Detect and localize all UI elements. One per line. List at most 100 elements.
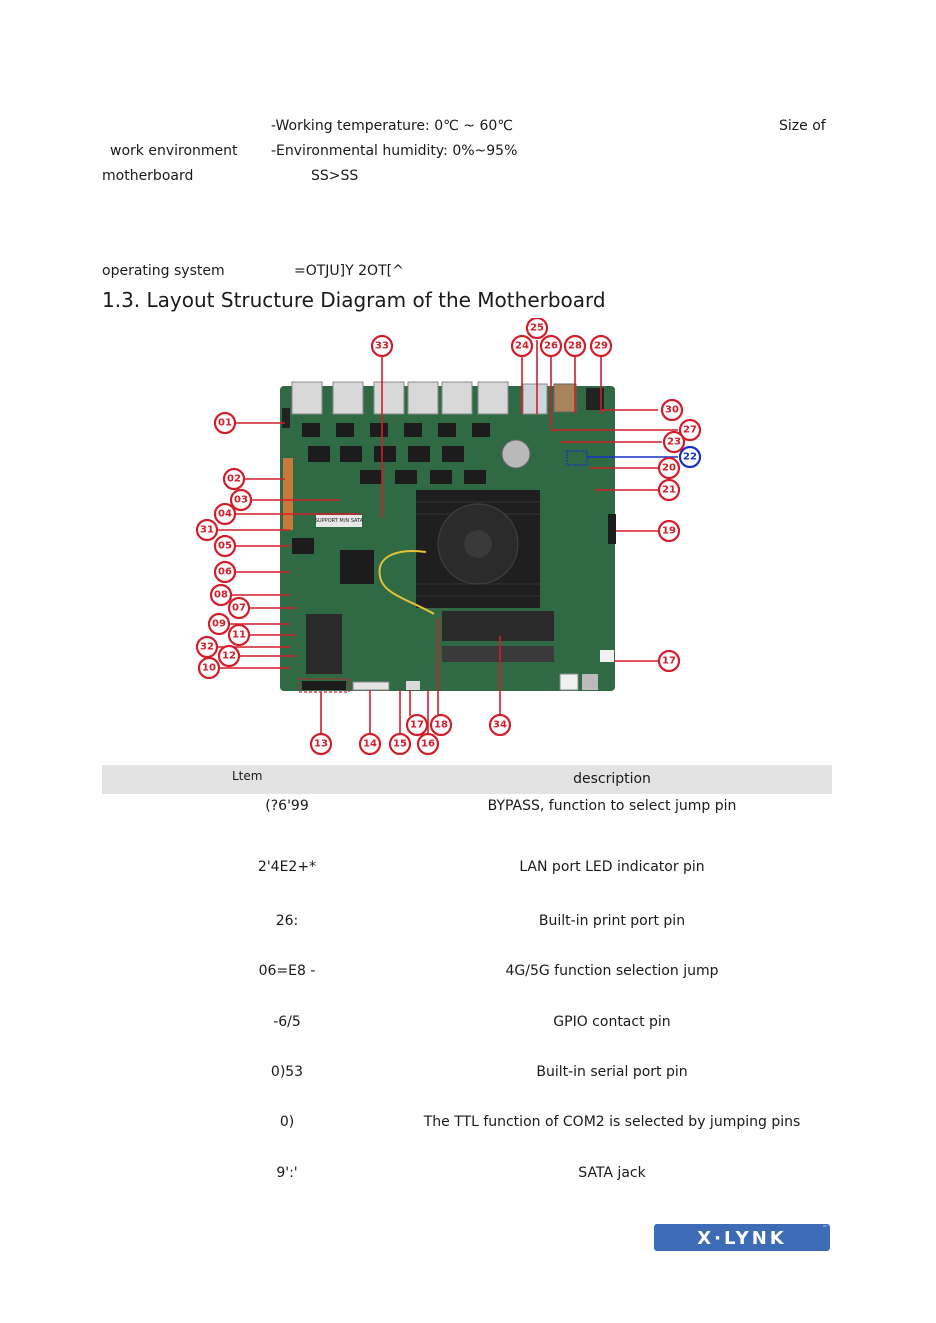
callout-32: 32	[195, 635, 219, 659]
callout-11-label: 11	[232, 630, 246, 641]
callout-34-label: 34	[493, 720, 507, 731]
highlight-box-22	[566, 450, 588, 466]
row-item: 26:	[275, 913, 299, 929]
power-connector	[559, 673, 579, 691]
callout-15-label: 15	[393, 739, 407, 750]
callout-13: 13	[309, 732, 333, 756]
fan-hub	[464, 530, 492, 558]
motherboard-layout-diagram: SUPPORT M/N SATA	[195, 318, 702, 756]
chip-left	[292, 538, 314, 554]
callout-07-label: 07	[232, 603, 246, 614]
right-connector	[600, 650, 614, 662]
fan-cable	[378, 550, 435, 615]
super-io-chip	[340, 550, 374, 584]
callout-03: 03	[229, 488, 253, 512]
callout-32-label: 32	[200, 642, 214, 653]
table-row: 26: Built-in print port pin	[102, 913, 832, 937]
lan-ports	[291, 381, 509, 415]
callout-27: 27	[678, 418, 702, 442]
callout-25-label: 25	[530, 323, 544, 334]
logo-trademark: ™	[823, 1225, 828, 1231]
logo-text: X·LYNK	[697, 1228, 786, 1249]
callout-17-right: 17	[657, 649, 681, 673]
callout-33: 33	[370, 334, 394, 358]
table-row: 0) The TTL function of COM2 is selected …	[102, 1114, 832, 1138]
operating-system-value: =OTJU]Y 2OT[^	[294, 263, 404, 279]
table-row: 0)53 Built-in serial port pin	[102, 1064, 832, 1088]
row-item: -6/5	[273, 1014, 301, 1030]
callout-12: 12	[217, 644, 241, 668]
callout-14: 14	[358, 732, 382, 756]
row-item: 06=E8 -	[258, 963, 316, 979]
header-description: description	[573, 771, 651, 787]
callout-31-label: 31	[200, 525, 214, 536]
sata-silk-label: SUPPORT M/N SATA	[315, 518, 364, 524]
motherboard-size-value: SS>SS	[311, 168, 359, 184]
callout-09-label: 09	[212, 619, 226, 630]
callout-05-label: 05	[218, 541, 232, 552]
row-description: BYPASS, function to select jump pin	[487, 798, 737, 814]
callout-21-label: 21	[662, 485, 676, 496]
bottom-sata-connector	[352, 681, 390, 691]
row-item: (?6'99	[265, 798, 309, 814]
row-description: The TTL function of COM2 is selected by …	[423, 1114, 801, 1130]
callout-22: 22	[678, 445, 702, 469]
callout-28-label: 28	[568, 341, 582, 352]
x-lynk-logo: X·LYNK ™	[654, 1224, 830, 1251]
sodimm-slot-top	[442, 611, 554, 641]
working-temperature-text: -Working temperature: 0℃ ~ 60℃	[271, 118, 513, 134]
callout-02-label: 02	[227, 474, 241, 485]
callout-16: 16	[416, 732, 440, 756]
callout-06-label: 06	[218, 567, 232, 578]
callout-28: 28	[563, 334, 587, 358]
callout-30: 30	[660, 398, 684, 422]
row-description: Built-in serial port pin	[536, 1064, 688, 1080]
callout-19-label: 19	[662, 526, 676, 537]
logo-background	[654, 1224, 830, 1251]
m2-slot	[306, 614, 342, 674]
callout-03-label: 03	[234, 495, 248, 506]
table-row: 9':' SATA jack	[102, 1165, 832, 1189]
rear-port	[553, 383, 577, 413]
callout-16-label: 16	[421, 739, 435, 750]
bottom-right-jack	[582, 674, 598, 690]
callout-10: 10	[197, 656, 221, 680]
power-jack	[586, 388, 604, 410]
callout-20: 20	[657, 456, 681, 480]
row-description: GPIO contact pin	[553, 1014, 671, 1030]
callout-23: 23	[662, 430, 686, 454]
motherboard-label: motherboard	[102, 168, 194, 184]
callout-04-label: 04	[218, 509, 232, 520]
callout-04: 04	[213, 502, 237, 526]
callout-31: 31	[195, 518, 219, 542]
callout-29: 29	[589, 334, 613, 358]
humidity-text: -Environmental humidity: 0%~95%	[271, 143, 518, 159]
callout-01-label: 01	[218, 418, 232, 429]
callout-34: 34	[488, 713, 512, 737]
header-item: Ltem	[232, 769, 263, 783]
callout-07: 07	[227, 596, 251, 620]
callout-01: 01	[213, 411, 237, 435]
work-environment-label: work environment	[110, 143, 238, 159]
callout-08: 08	[209, 583, 233, 607]
callout-17-right-label: 17	[662, 656, 676, 667]
callout-18-label: 18	[434, 720, 448, 731]
sata-silk-box	[316, 515, 362, 527]
bottom-pin-header	[302, 681, 346, 690]
row-item: 0)	[279, 1114, 295, 1130]
leader-lines	[216, 340, 678, 734]
table-header: Ltem description	[102, 765, 832, 794]
callout-14-label: 14	[363, 739, 377, 750]
bottom-small-connector	[406, 681, 420, 690]
callout-05: 05	[213, 534, 237, 558]
callout-13-label: 13	[314, 739, 328, 750]
callout-23-label: 23	[667, 437, 681, 448]
callout-25: 25	[525, 318, 549, 340]
callout-10-label: 10	[202, 663, 216, 674]
row-description: SATA jack	[578, 1165, 646, 1181]
row-item: 2'4E2+*	[257, 859, 317, 875]
row-description: 4G/5G function selection jump	[505, 963, 719, 979]
section-heading: 1.3. Layout Structure Diagram of the Mot…	[102, 288, 606, 312]
row-item: 9':'	[276, 1165, 298, 1181]
callout-21: 21	[657, 478, 681, 502]
